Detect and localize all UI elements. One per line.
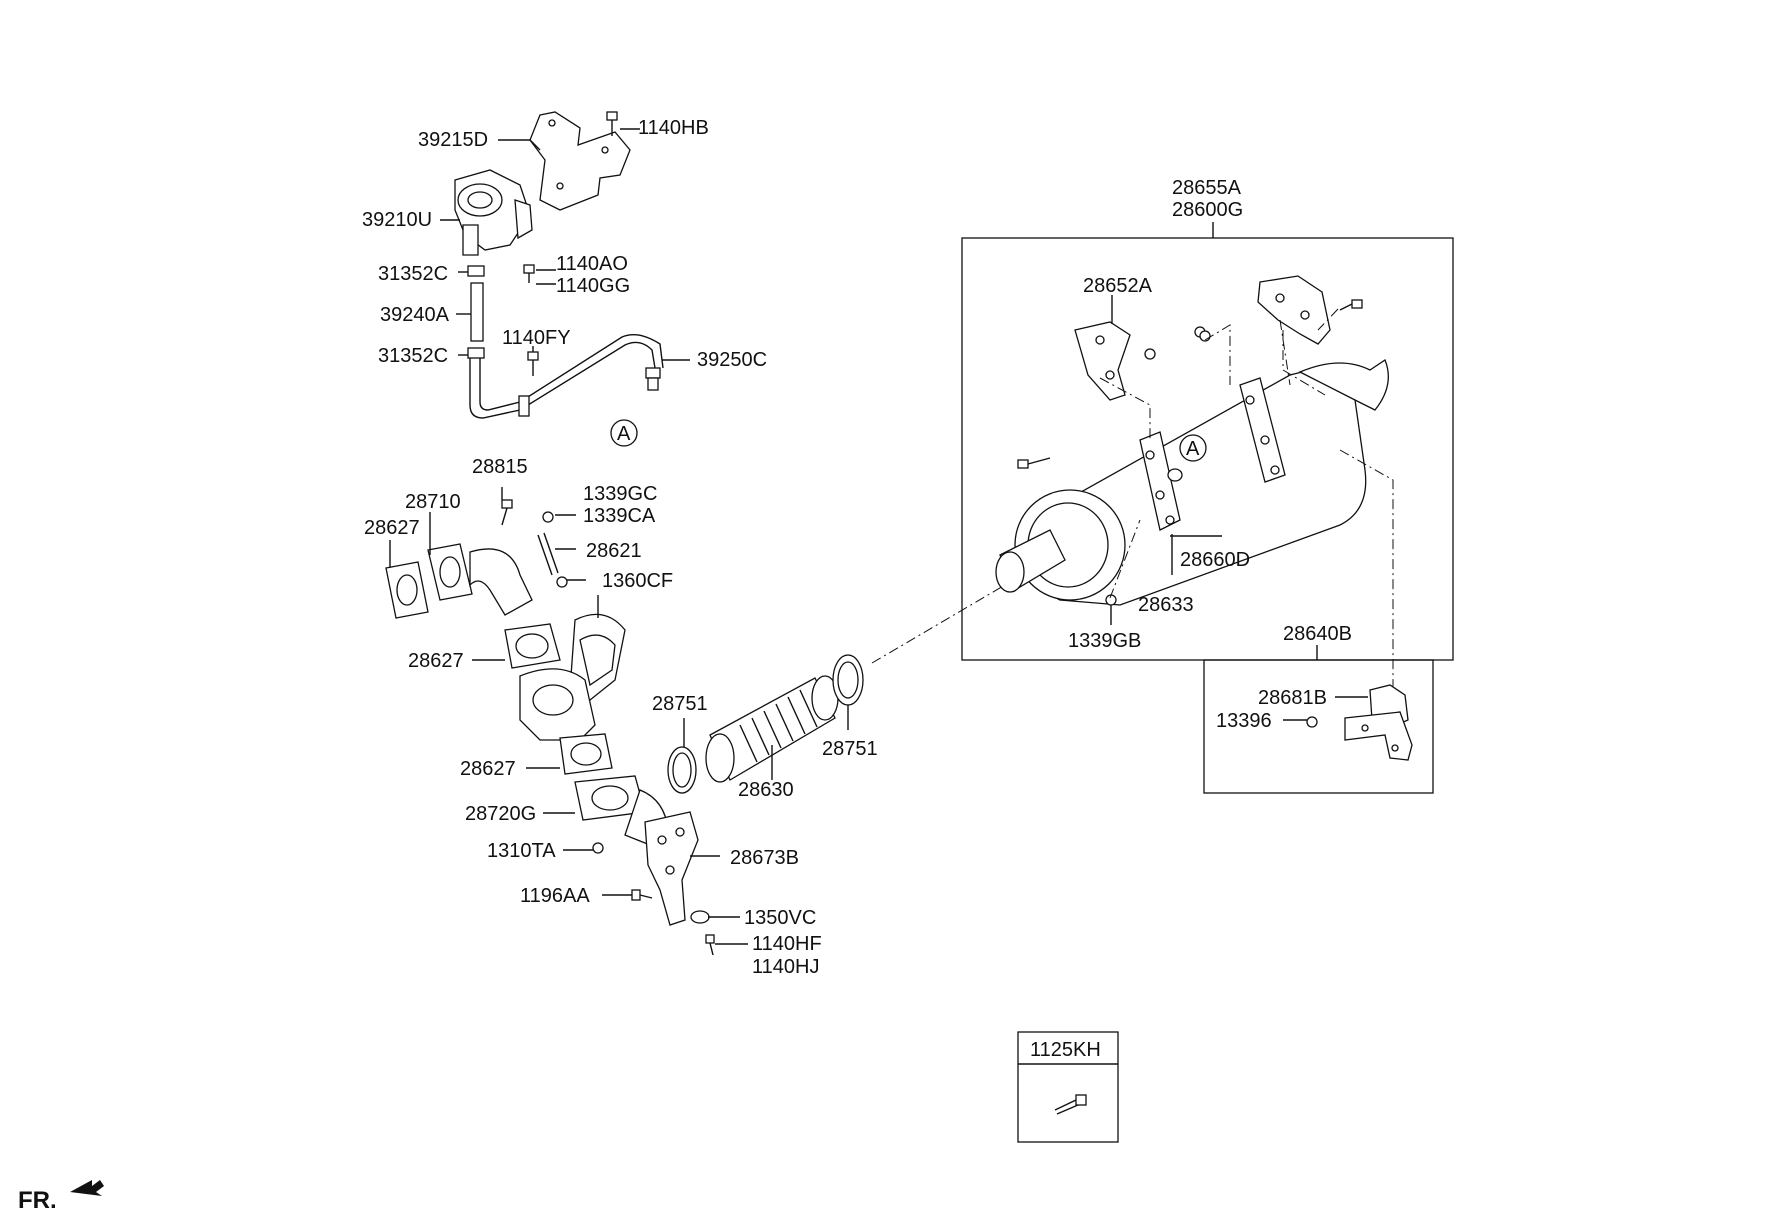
label-28681B: 28681B <box>1258 687 1327 709</box>
bolt-top-right <box>1339 299 1363 311</box>
pipe-28710 <box>427 543 533 616</box>
heat-shield-top-right <box>1257 275 1331 345</box>
reference-circle-A-left <box>610 419 638 447</box>
dash-shield-top <box>1204 324 1231 385</box>
bolt-1196AA <box>631 889 653 901</box>
label-28655A: 28655A <box>1172 177 1242 199</box>
label-1140HB: 1140HB <box>638 117 709 139</box>
label-1140FY: 1140FY <box>502 327 571 349</box>
label-28751-left: 28751 <box>652 693 708 715</box>
bracket-39215D <box>529 111 631 211</box>
label-1140GG: 1140GG <box>556 275 630 297</box>
label-39250C: 39250C <box>697 349 767 371</box>
bolt-1125KH <box>1054 1094 1087 1115</box>
valve-39210U <box>454 169 533 256</box>
pipe-39250C <box>469 334 664 419</box>
hose-39240A <box>470 282 484 342</box>
label-28621: 28621 <box>586 540 642 562</box>
washer-1350VC <box>690 910 710 924</box>
label-1140HJ: 1140HJ <box>752 956 819 978</box>
mount-28681B <box>1344 684 1413 761</box>
dash-to-mount <box>1339 449 1394 690</box>
dash-shield-left <box>1099 377 1151 440</box>
label-28640B: 28640B <box>1283 623 1352 645</box>
dash-flex-to-dpf <box>871 584 1006 664</box>
clamp-28751-left <box>667 746 697 794</box>
nut-13396 <box>1306 716 1318 728</box>
bolt-1140HB <box>606 111 618 136</box>
box-1125KH <box>1017 1031 1119 1143</box>
label-1140AO: 1140AO <box>556 253 628 275</box>
label-1125KH: 1125KH <box>1030 1039 1101 1061</box>
bolt-dpf-left <box>1017 457 1051 469</box>
label-31352C-upper: 31352C <box>378 263 448 285</box>
label-1196AA: 1196AA <box>520 885 590 907</box>
label-28710: 28710 <box>405 491 461 513</box>
label-1339GC: 1339GC <box>583 483 658 505</box>
label-28600G: 28600G <box>1172 199 1243 221</box>
label-13396: 13396 <box>1216 710 1272 732</box>
label-39240A: 39240A <box>380 304 450 326</box>
label-28652A: 28652A <box>1083 275 1153 297</box>
reference-circle-A-right <box>1179 434 1207 462</box>
nut-shield <box>1144 326 1206 360</box>
label-28627-top: 28627 <box>364 517 420 539</box>
leader-lines <box>389 128 1368 945</box>
label-28630: 28630 <box>738 779 794 801</box>
label-1339GB: 1339GB <box>1068 630 1141 652</box>
bolt-28815 <box>501 499 513 526</box>
label-31352C-lower: 31352C <box>378 345 448 367</box>
bolt-1140FY <box>527 351 539 376</box>
label-28720G: 28720G <box>465 803 536 825</box>
label-28751-right: 28751 <box>822 738 878 760</box>
label-28627-middle: 28627 <box>408 650 464 672</box>
flex-pipe-28630 <box>705 675 839 783</box>
label-39210U: 39210U <box>362 209 432 231</box>
label-1339CA: 1339CA <box>583 505 656 527</box>
label-28633: 28633 <box>1138 594 1194 616</box>
clamp-28751-right <box>832 654 864 706</box>
nut-1360CF <box>556 576 568 588</box>
dash-shield-right <box>1279 319 1291 386</box>
front-arrow-icon <box>70 1180 104 1196</box>
dpf-body-28660D <box>995 359 1389 606</box>
heat-shield-28652A <box>1074 321 1131 401</box>
gasket-28627-top <box>385 561 429 619</box>
label-28815: 28815 <box>472 456 528 478</box>
gasket-28627-middle <box>504 623 561 669</box>
label-A-right: A <box>1186 438 1200 460</box>
stud-28621 <box>537 532 559 576</box>
bolt-1140AO <box>523 264 535 283</box>
dash-bolt-right <box>1317 308 1339 331</box>
label-28660D: 28660D <box>1180 549 1250 571</box>
label-1350VC: 1350VC <box>744 907 816 929</box>
bolt-1140HF <box>705 934 715 956</box>
clamp-31352C-lower <box>467 347 485 359</box>
label-1310TA: 1310TA <box>487 840 556 862</box>
mount-box-28640B <box>1203 659 1434 794</box>
part-labels: 39215D 1140HB 39210U 31352C 1140AO 1140G… <box>18 117 1352 1214</box>
label-A-left: A <box>617 423 631 445</box>
label-39215D: 39215D <box>418 129 488 151</box>
nut-1339GC <box>542 511 554 523</box>
label-1360CF: 1360CF <box>602 570 673 592</box>
label-28627-lower: 28627 <box>460 758 516 780</box>
label-1140HF: 1140HF <box>752 933 822 955</box>
bracket-28673B <box>644 811 699 926</box>
clamp-31352C-upper <box>467 265 485 277</box>
sensor-port-A <box>1167 468 1183 482</box>
dash-nut-1339GB <box>1109 519 1141 599</box>
label-28673B: 28673B <box>730 847 799 869</box>
turbo-housing <box>519 668 596 741</box>
label-front: FR. <box>18 1187 57 1211</box>
gasket-28627-lower <box>559 733 613 775</box>
dash-shield-down <box>1282 330 1326 396</box>
nut-1310TA <box>592 842 604 854</box>
